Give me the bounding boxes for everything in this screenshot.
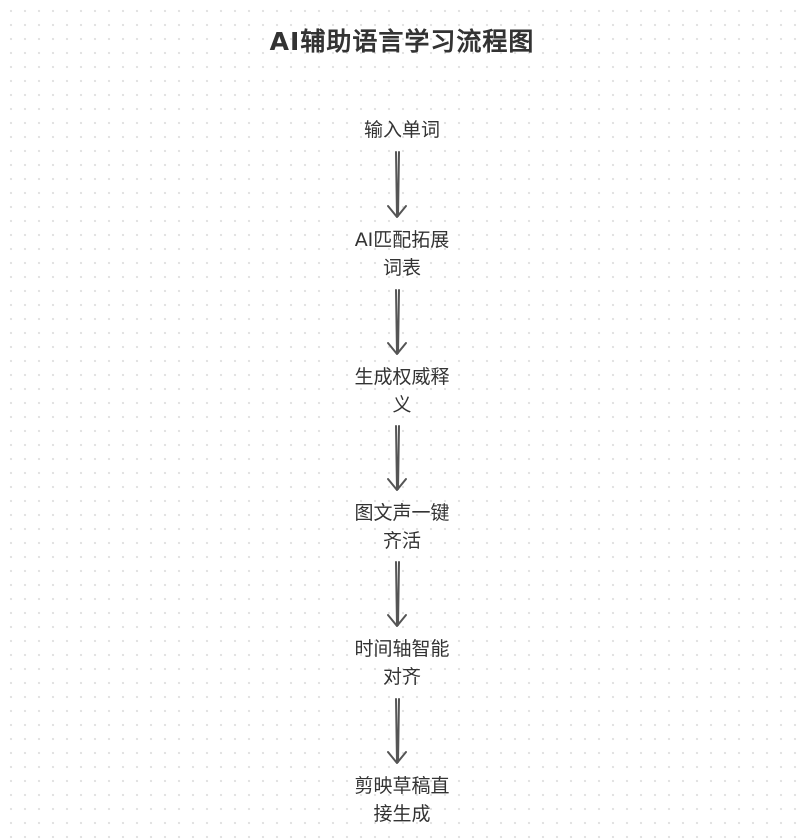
diagram-title: AI辅助语言学习流程图 <box>269 27 535 56</box>
node-label-line: 齐活 <box>382 530 421 552</box>
node-ai-match-wordlist: AI匹配拓展 词表 <box>302 226 502 282</box>
node-media-oneclick: 图文声一键 齐活 <box>302 499 502 555</box>
arrow-edge <box>387 425 407 491</box>
node-label-line: 时间轴智能 <box>354 638 450 660</box>
arrow-edge <box>387 151 407 218</box>
node-label-line: 生成权威释 <box>354 366 450 388</box>
arrow-edge <box>387 289 407 355</box>
node-label-line: 图文声一键 <box>354 502 450 524</box>
node-label-line: 输入单词 <box>363 119 440 141</box>
node-label-line: 剪映草稿直 <box>354 775 450 797</box>
node-draft-generate: 剪映草稿直 接生成 <box>302 772 502 828</box>
node-label-line: 词表 <box>382 257 421 279</box>
node-timeline-align: 时间轴智能 对齐 <box>302 635 502 691</box>
node-input-word: 输入单词 <box>302 116 502 144</box>
node-label-line: AI匹配拓展 <box>354 229 450 251</box>
arrow-edge <box>387 698 407 764</box>
node-label-line: 接生成 <box>373 803 431 825</box>
node-label-line: 对齐 <box>382 666 421 688</box>
arrow-edge <box>387 561 407 627</box>
node-label-line: 义 <box>392 394 412 416</box>
node-generate-definition: 生成权威释 义 <box>302 363 502 419</box>
